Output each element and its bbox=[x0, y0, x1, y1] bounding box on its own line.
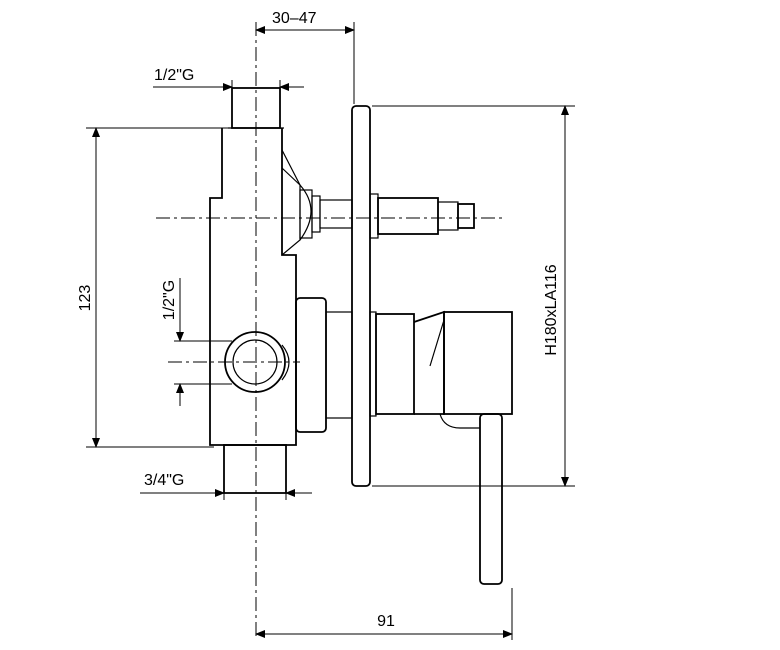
dimension-outlet-side: 1/2"G bbox=[161, 278, 232, 406]
dimension-plate: H180xLA116 bbox=[372, 105, 575, 487]
dimension-depth: 91 bbox=[255, 588, 513, 640]
wall-plate bbox=[351, 105, 371, 487]
label-height: 123 bbox=[77, 285, 94, 312]
dimension-height: 123 bbox=[77, 127, 228, 448]
dimension-inlet-bottom: 3/4"G bbox=[140, 472, 312, 500]
label-inlet-bottom: 3/4"G bbox=[144, 472, 184, 489]
valve-body bbox=[209, 87, 353, 494]
center-lines bbox=[156, 22, 505, 640]
dimension-top-width: 30–47 bbox=[255, 10, 355, 104]
label-plate: H180xLA116 bbox=[543, 264, 560, 355]
label-top-width: 30–47 bbox=[272, 10, 317, 27]
dimension-inlet-top: 1/2"G bbox=[153, 67, 304, 91]
lever-handle bbox=[369, 310, 513, 585]
label-outlet-side: 1/2"G bbox=[161, 280, 178, 320]
label-inlet-top: 1/2"G bbox=[154, 67, 194, 84]
label-depth: 91 bbox=[377, 613, 395, 630]
diverter-knob bbox=[369, 193, 475, 239]
